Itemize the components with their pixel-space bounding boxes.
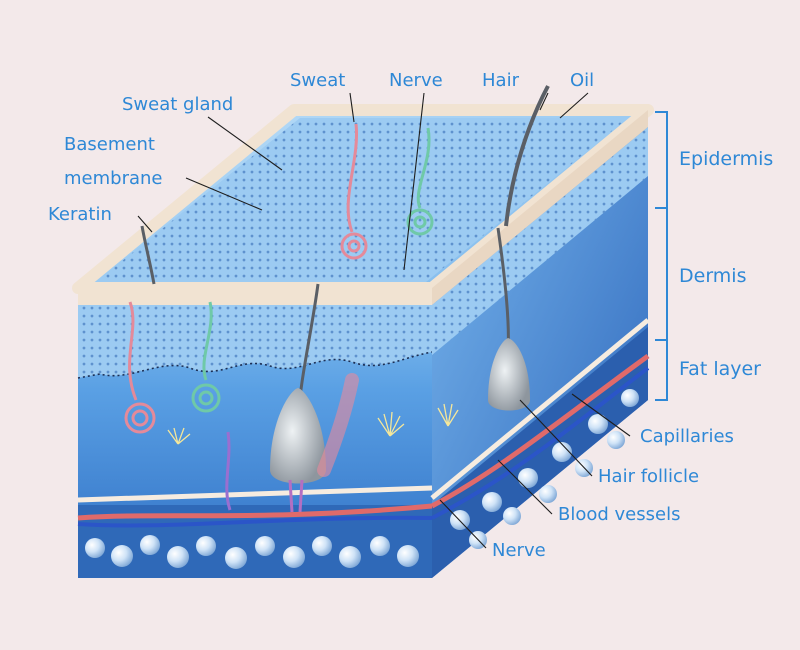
label-fat-layer: Fat layer bbox=[679, 358, 761, 380]
sweat-gland-pink bbox=[124, 301, 156, 434]
label-sweat-gland: Sweat gland bbox=[122, 94, 234, 115]
capillary-loops bbox=[225, 373, 359, 511]
label-dermis: Dermis bbox=[679, 265, 747, 287]
fat-globules bbox=[85, 389, 639, 569]
hair-follicle-side bbox=[488, 227, 530, 411]
sweat-gland-top-pink bbox=[340, 123, 368, 260]
blood-vessels-side bbox=[430, 353, 650, 520]
hair-follicle-front bbox=[270, 283, 326, 513]
sweat-gland-green bbox=[191, 301, 221, 413]
label-basement-membrane-line2: membrane bbox=[64, 168, 163, 189]
hair-shaft-top bbox=[504, 85, 550, 227]
label-oil: Oil bbox=[570, 70, 595, 91]
label-epidermis: Epidermis bbox=[679, 148, 774, 170]
nerve-endings bbox=[167, 403, 459, 445]
sweat-gland-top-green bbox=[406, 127, 434, 236]
label-nerve-top: Nerve bbox=[389, 70, 443, 91]
label-hair-follicle: Hair follicle bbox=[598, 466, 700, 487]
label-blood-vessels: Blood vessels bbox=[558, 504, 681, 525]
blood-vessels-front bbox=[77, 503, 433, 528]
label-keratin: Keratin bbox=[48, 204, 112, 225]
label-basement-membrane-line1: Basement bbox=[64, 134, 155, 155]
label-hair: Hair bbox=[482, 70, 519, 91]
label-sweat: Sweat bbox=[290, 70, 346, 91]
label-capillaries: Capillaries bbox=[640, 426, 734, 447]
skin-block-front-face bbox=[77, 288, 433, 578]
leader-lines bbox=[137, 92, 631, 549]
skin-block-top-face bbox=[72, 104, 654, 305]
label-nerve-bottom: Nerve bbox=[492, 540, 546, 561]
layer-bracket bbox=[655, 111, 668, 401]
keratin-hair bbox=[140, 225, 156, 285]
